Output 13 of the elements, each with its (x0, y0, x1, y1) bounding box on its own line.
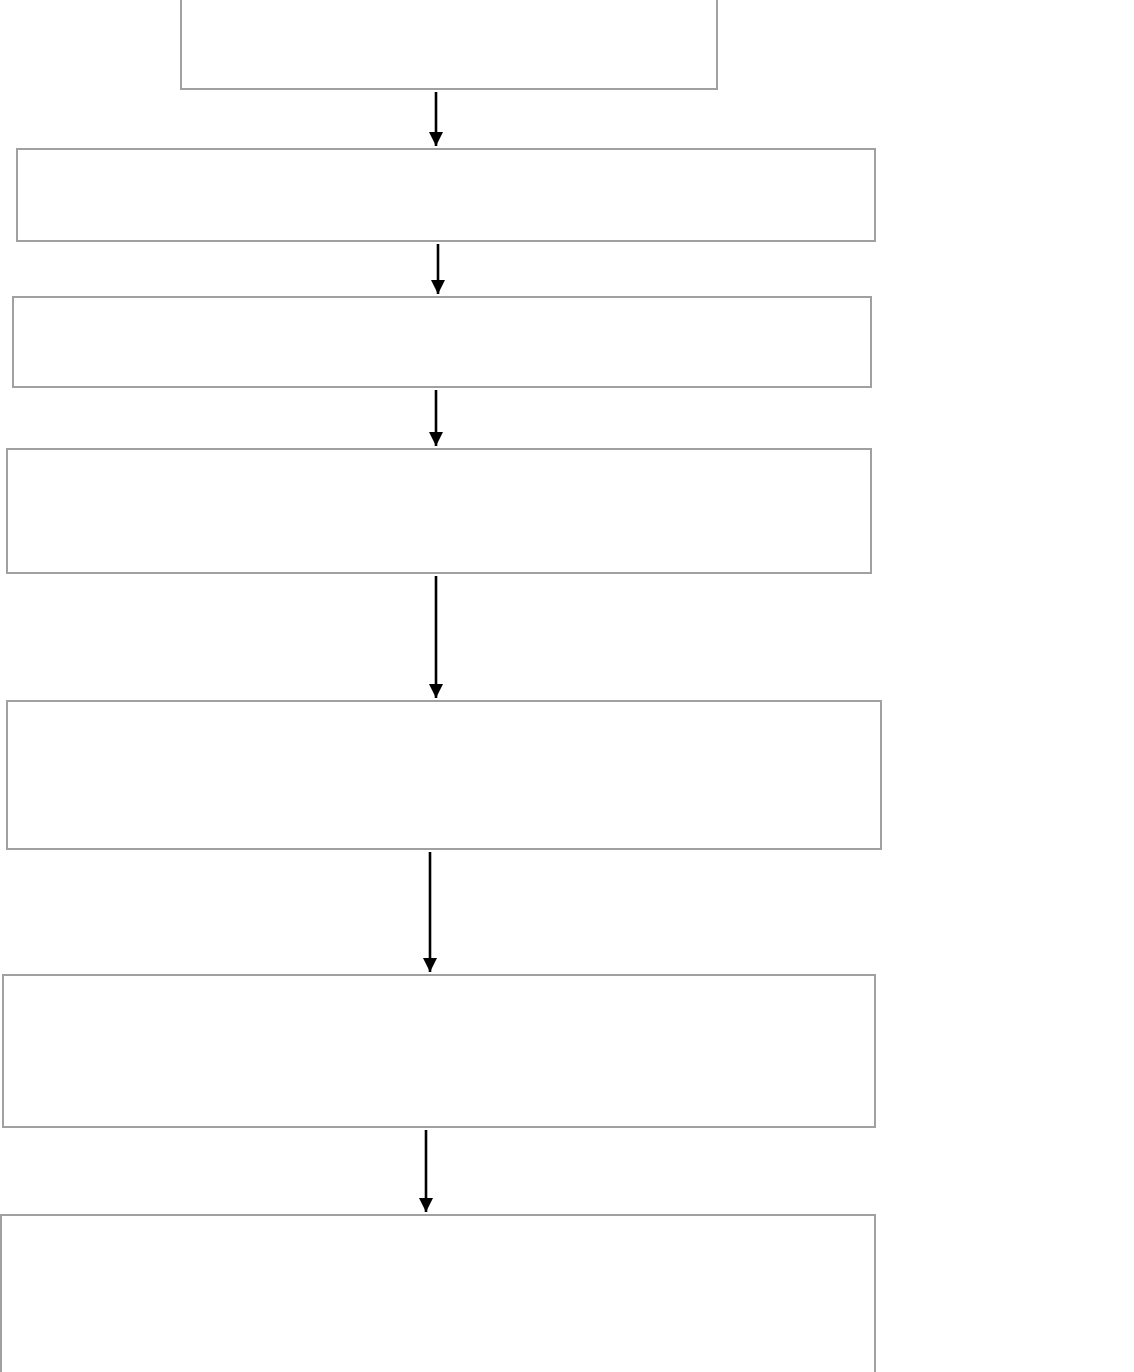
arrow (429, 92, 443, 146)
arrow (431, 244, 445, 294)
empty-box (2, 974, 876, 1128)
empty-box (16, 148, 876, 242)
arrow (419, 1130, 433, 1212)
arrow (429, 390, 443, 446)
empty-box (6, 448, 872, 574)
arrow (423, 852, 437, 972)
empty-box (180, 0, 718, 90)
arrow (429, 576, 443, 698)
empty-box (6, 700, 882, 850)
empty-box (0, 1214, 876, 1372)
empty-box (12, 296, 872, 388)
